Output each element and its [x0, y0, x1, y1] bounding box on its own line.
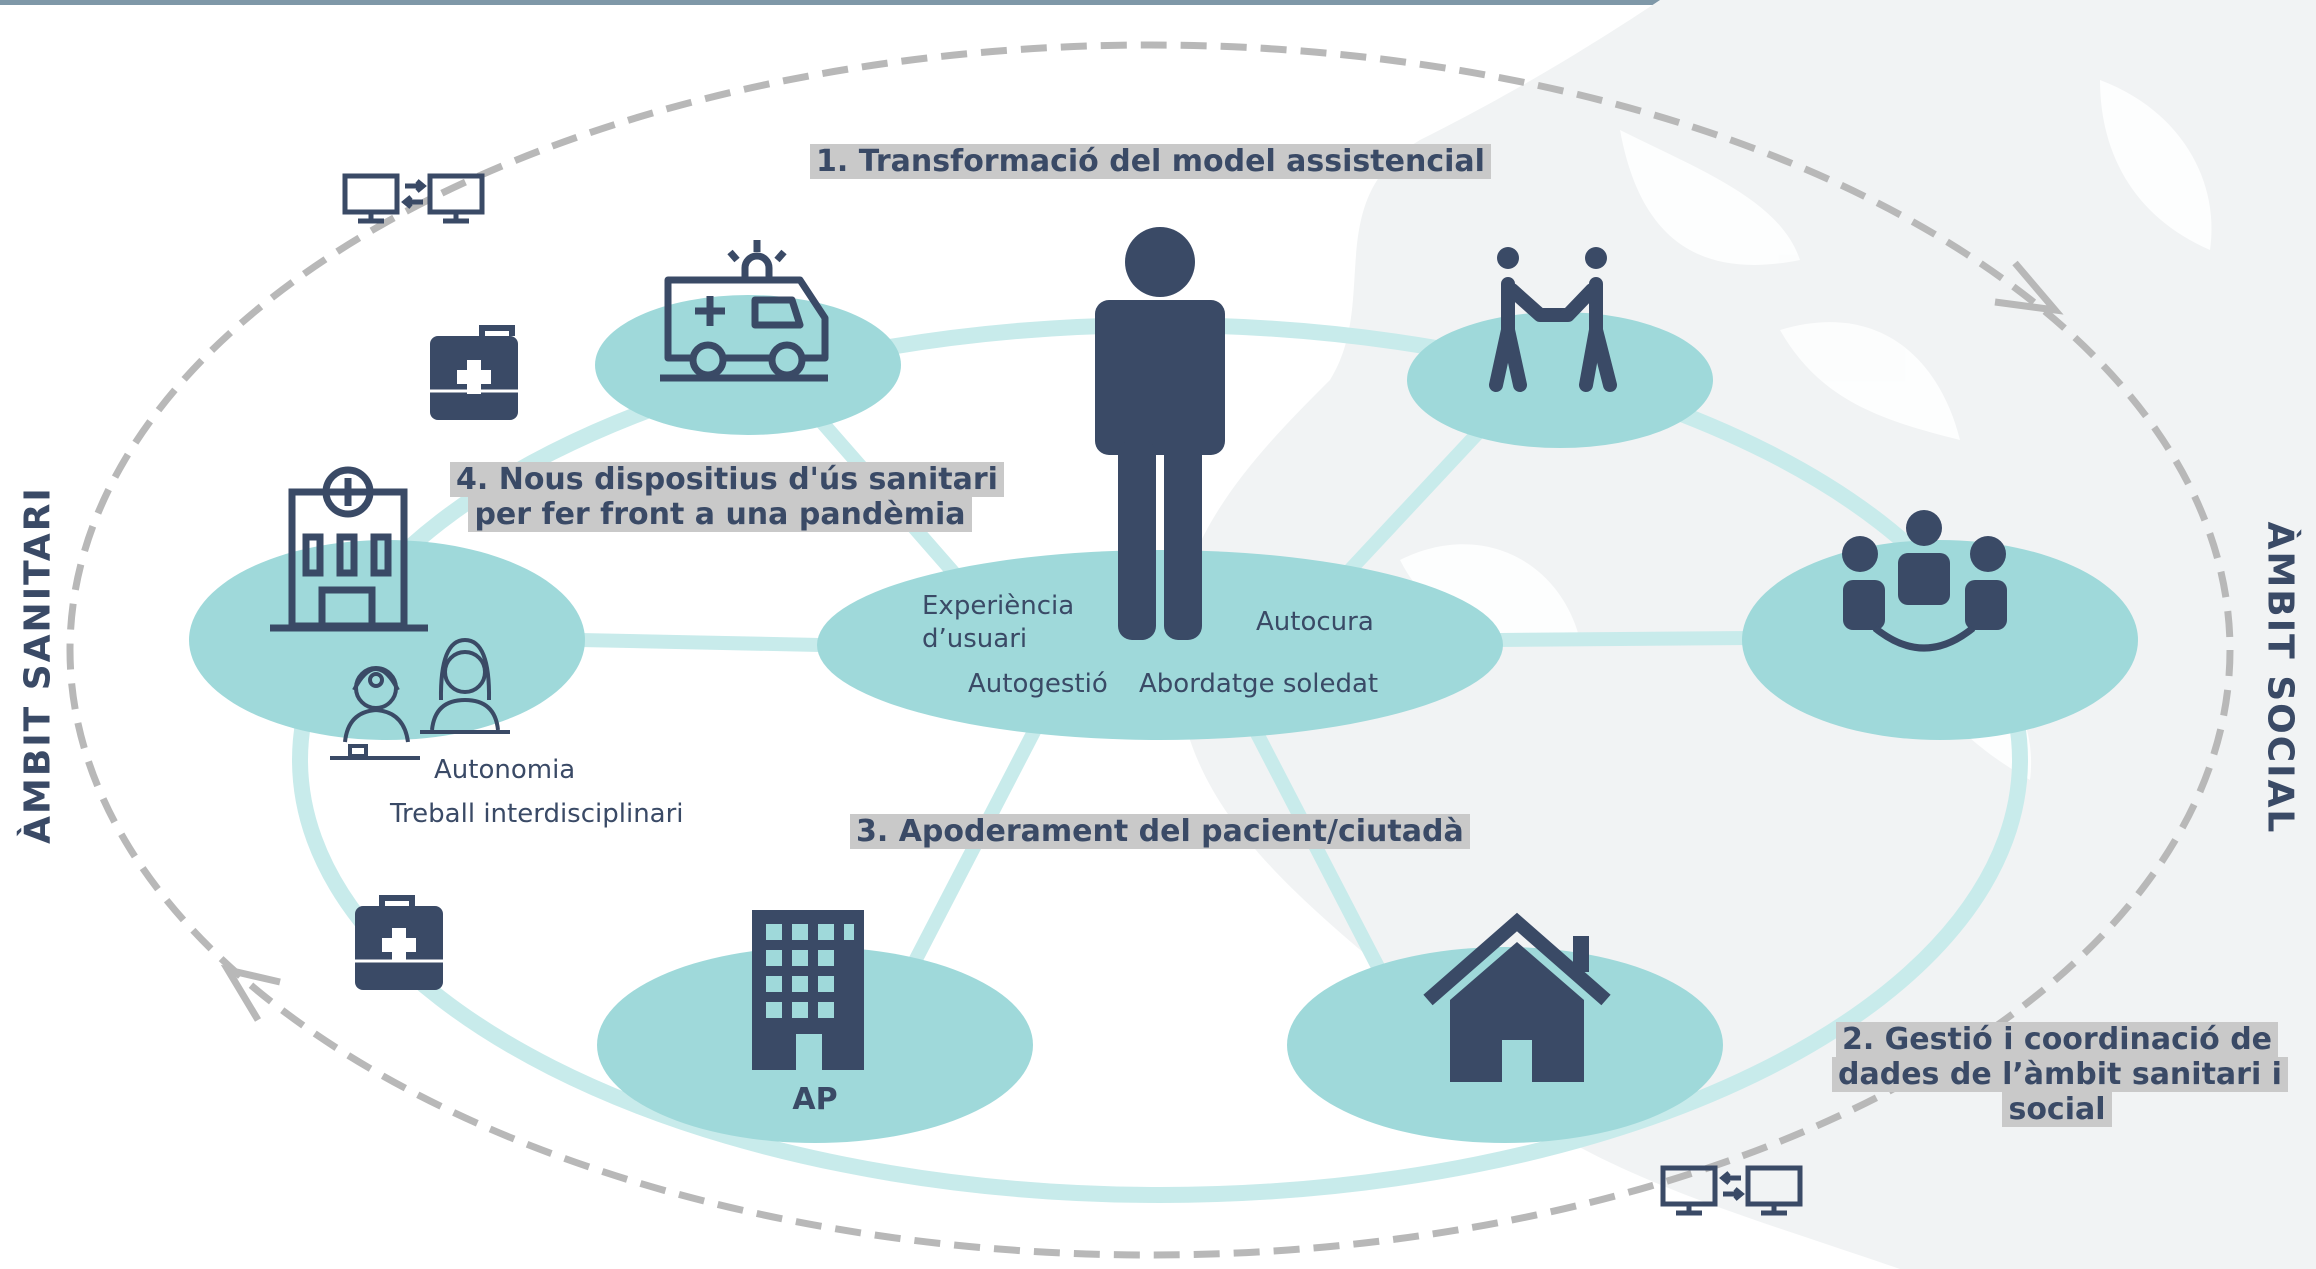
node-center — [817, 550, 1503, 740]
side-label-social: ÀMBIT SOCIAL — [2259, 521, 2301, 835]
text-abordatge-soledat: Abordatge soledat — [1139, 669, 1379, 699]
hospital-icon — [270, 466, 428, 632]
text-experiencia: Experiència d’usuari — [922, 591, 1075, 654]
node-ambulance — [595, 295, 901, 435]
outer-dashed-ellipse — [66, 41, 2234, 1259]
computer-transfer-icon — [1660, 1165, 1803, 1216]
office-building-icon — [752, 910, 864, 1070]
label-model-transformation: 1. Transformació del model assistencial — [810, 144, 1491, 179]
ambulance-icon — [660, 240, 829, 382]
top-bar — [0, 0, 2316, 5]
doctors-icon — [330, 637, 510, 760]
connector-lines — [579, 415, 1751, 994]
node-hospital — [189, 540, 585, 740]
arrowhead-right — [1994, 260, 2064, 315]
side-label-sanitari: ÀMBIT SANITARI — [17, 486, 59, 844]
label-devices-line1: 4. Nous dispositius d'ús sanitari — [450, 462, 1004, 497]
house-icon — [1423, 912, 1611, 1082]
label-devices: 4. Nous dispositius d'ús sanitari per fe… — [450, 462, 1004, 532]
text-autocura: Autocura — [1256, 607, 1374, 637]
group-icon — [1842, 510, 2007, 652]
label-data-line1: 2. Gestió i coordinació de — [1835, 1022, 2279, 1057]
text-autogestio: Autogestió — [968, 669, 1108, 699]
text-treball-interdisciplinari: Treball interdisciplinari — [390, 799, 684, 829]
medical-kit-icon — [355, 895, 443, 990]
label-empowerment: 3. Apoderament del pacient/ciutadà — [850, 814, 1470, 849]
label-data-line2: dades de l’àmbit sanitari i — [1832, 1057, 2288, 1092]
computer-transfer-icon — [342, 173, 485, 224]
label-devices-line2: per fer front a una pandèmia — [468, 497, 972, 532]
node-social-support — [1407, 312, 1713, 448]
medical-kit-icon — [430, 325, 518, 420]
label-ap: AP — [792, 1082, 838, 1117]
arrowhead-left — [220, 964, 281, 1022]
text-autonomia: Autonomia — [434, 755, 576, 785]
person-icon — [1095, 227, 1225, 640]
handshake-icon — [1489, 247, 1617, 392]
node-community — [1742, 540, 2138, 740]
label-data-line3: social — [2002, 1092, 2112, 1127]
label-data-management: 2. Gestió i coordinació de dades de l’àm… — [1832, 1022, 2288, 1127]
